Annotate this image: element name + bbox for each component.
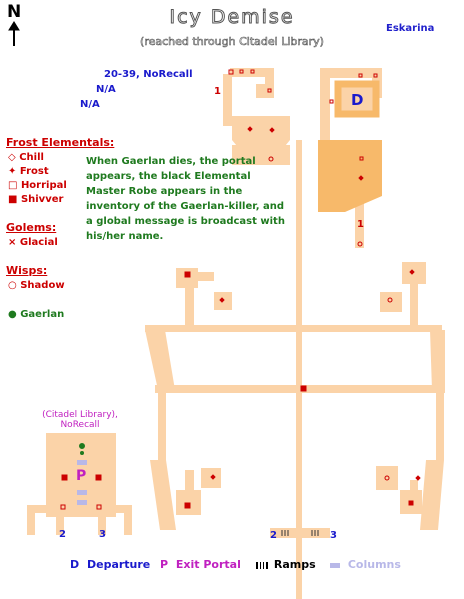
- legend-portal-label: Exit Portal: [175, 558, 241, 571]
- map-ramps: [281, 530, 319, 536]
- mob-shadow: ○ Shadow: [8, 280, 65, 291]
- ramp-2-bottom: 2: [270, 530, 277, 541]
- mob-gaerlan: ● Gaerlan: [8, 309, 64, 320]
- mob-horripal-label: Horripal: [20, 180, 67, 191]
- library-label: (Citadel Library), NoRecall: [30, 410, 130, 430]
- mob-glacial: × Glacial: [8, 237, 58, 248]
- mob-shivver: ■ Shivver: [8, 194, 63, 205]
- level-info: 20-39, NoRecall: [104, 69, 193, 80]
- library-label-line-1: (Citadel Library),: [42, 410, 118, 420]
- legend-columns-label: Columns: [347, 558, 401, 571]
- map-subtitle: (reached through Citadel Library): [140, 35, 325, 49]
- mob-shadow-label: Shadow: [20, 280, 65, 291]
- map-rooms: [27, 68, 445, 599]
- ramp-1-top: 1: [214, 86, 221, 97]
- ramp-3-library: 3: [99, 529, 106, 540]
- mob-shivver-label: Shivver: [20, 194, 64, 205]
- shivver-icon: ■: [8, 194, 18, 205]
- legend-portal: P Exit Portal: [160, 558, 241, 571]
- gaerlan-icon: ●: [8, 309, 17, 320]
- portal-icon: P: [160, 558, 169, 571]
- legend-columns: Columns: [330, 558, 401, 571]
- departure-marker: D: [351, 91, 364, 109]
- golems-header: Golems:: [6, 221, 57, 234]
- library-label-line-2: NoRecall: [60, 420, 100, 430]
- map-mobs: [60, 69, 421, 510]
- legend-ramps-label: Ramps: [273, 558, 316, 571]
- horripal-icon: □: [8, 180, 18, 191]
- map-columns: [77, 460, 87, 505]
- author-name: Eskarina: [386, 23, 435, 34]
- map-title: Icy Demise: [169, 6, 295, 29]
- wisps-header: Wisps:: [6, 264, 48, 277]
- portal-marker: P: [76, 468, 87, 484]
- frost-icon: ✦: [8, 166, 17, 177]
- ramp-2-library: 2: [59, 529, 66, 540]
- ramp-1-right: 1: [357, 219, 364, 230]
- columns-icon: [330, 562, 340, 568]
- compass-label: N: [7, 2, 22, 22]
- mob-frost: ✦ Frost: [8, 166, 49, 177]
- legend-departure-label: Departure: [86, 558, 151, 571]
- departure-icon: D: [70, 558, 80, 571]
- mob-gaerlan-label: Gaerlan: [20, 309, 65, 320]
- mob-chill: ◇ Chill: [8, 152, 44, 163]
- mob-horripal: □ Horripal: [8, 180, 67, 191]
- mob-chill-label: Chill: [19, 152, 44, 163]
- info-line-3: N/A: [80, 99, 100, 110]
- mob-frost-label: Frost: [19, 166, 49, 177]
- ramps-icon: [256, 561, 268, 569]
- shadow-icon: ○: [8, 280, 17, 291]
- ramp-3-bottom: 3: [330, 530, 337, 541]
- map-dark-rooms: [318, 80, 382, 212]
- chill-icon: ◇: [8, 152, 16, 163]
- glacial-icon: ×: [8, 237, 17, 248]
- info-line-2: N/A: [96, 84, 116, 95]
- frost-elementals-header: Frost Elementals:: [6, 136, 115, 149]
- legend-departure: D Departure: [70, 558, 150, 571]
- mob-glacial-label: Glacial: [19, 237, 58, 248]
- legend-ramps: Ramps: [256, 558, 316, 571]
- compass-arrow-icon: [8, 21, 20, 46]
- gaerlan-note: When Gaerlan dies, the portal appears, t…: [86, 156, 285, 242]
